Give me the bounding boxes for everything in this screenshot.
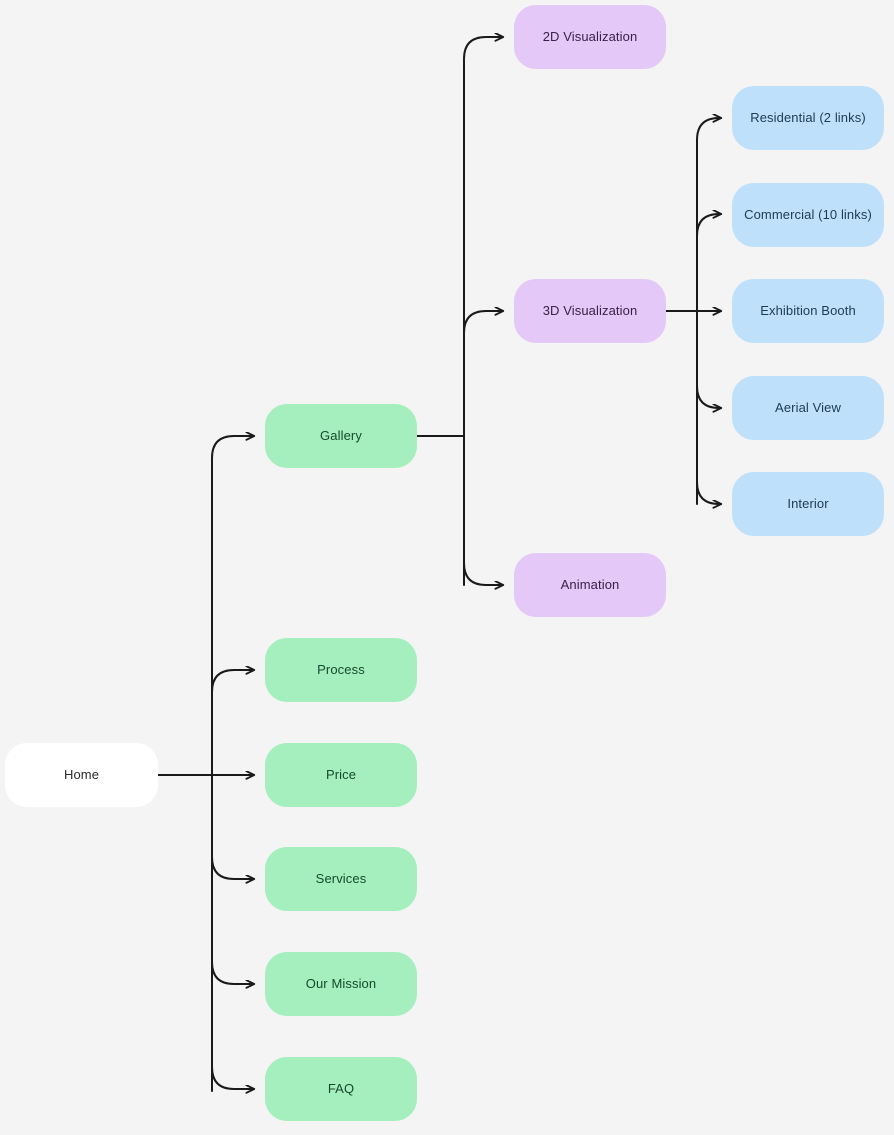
- node-commercial[interactable]: Commercial (10 links): [732, 183, 884, 247]
- node-process[interactable]: Process: [265, 638, 417, 702]
- node-3d-visualization[interactable]: 3D Visualization: [514, 279, 666, 343]
- edge-gallery-animation: [463, 562, 503, 585]
- node-faq[interactable]: FAQ: [265, 1057, 417, 1121]
- node-residential[interactable]: Residential (2 links): [732, 86, 884, 150]
- edge-group-gallery: [416, 37, 503, 585]
- node-aerial-view-label: Aerial View: [775, 399, 841, 415]
- node-exhibition-booth[interactable]: Exhibition Booth: [732, 279, 884, 343]
- node-aerial-view[interactable]: Aerial View: [732, 376, 884, 440]
- node-home-label: Home: [63, 766, 100, 782]
- node-services-label: Services: [315, 870, 367, 886]
- node-commercial-label: Commercial (10 links): [744, 206, 872, 222]
- node-2d-visualization-label: 2D Visualization: [542, 28, 638, 44]
- edge-group-root: [157, 436, 254, 1091]
- node-price-label: Price: [325, 766, 357, 782]
- node-3d-visualization-label: 3D Visualization: [542, 302, 638, 318]
- node-home[interactable]: Home: [5, 743, 158, 807]
- node-animation[interactable]: Animation: [514, 553, 666, 617]
- edge-group-3d: [665, 118, 721, 504]
- edge-3d-interior: [696, 481, 721, 504]
- edge-home-gallery: [211, 436, 254, 459]
- node-residential-label: Residential (2 links): [750, 109, 866, 125]
- edge-home-services: [211, 856, 254, 879]
- node-gallery-label: Gallery: [320, 427, 362, 443]
- edge-3d-aerial-view: [696, 385, 721, 408]
- node-services[interactable]: Services: [265, 847, 417, 911]
- node-exhibition-booth-label: Exhibition Booth: [760, 302, 856, 318]
- node-interior[interactable]: Interior: [732, 472, 884, 536]
- node-gallery[interactable]: Gallery: [265, 404, 417, 468]
- edge-home-our-mission: [211, 961, 254, 984]
- edge-3d-residential: [696, 118, 721, 141]
- node-interior-label: Interior: [787, 495, 829, 511]
- node-price[interactable]: Price: [265, 743, 417, 807]
- node-faq-label: FAQ: [327, 1080, 355, 1096]
- node-our-mission-label: Our Mission: [305, 975, 377, 991]
- edge-home-faq: [211, 1066, 254, 1089]
- edge-3d-commercial: [696, 214, 721, 237]
- edge-gallery-3d: [463, 311, 503, 334]
- node-process-label: Process: [317, 661, 365, 677]
- node-animation-label: Animation: [560, 576, 620, 592]
- edge-home-process: [211, 670, 254, 693]
- node-our-mission[interactable]: Our Mission: [265, 952, 417, 1016]
- node-2d-visualization[interactable]: 2D Visualization: [514, 5, 666, 69]
- edge-gallery-2d: [463, 37, 503, 60]
